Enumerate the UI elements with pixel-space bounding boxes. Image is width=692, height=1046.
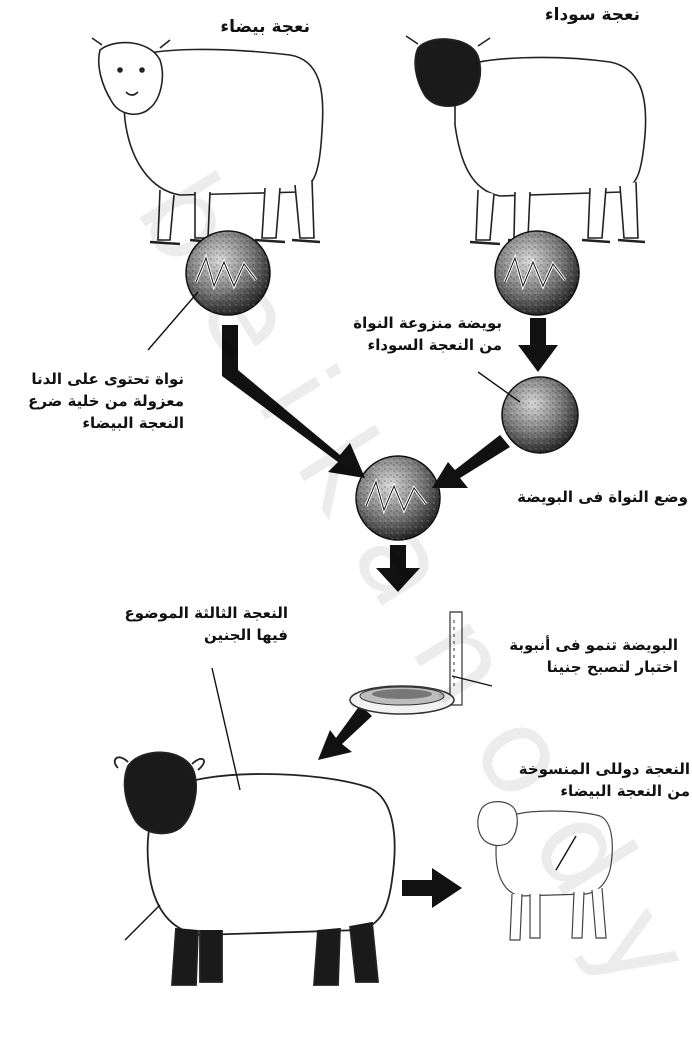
label-fusion: وضع النواة فى البويضة xyxy=(488,486,688,508)
label-nucleus-source: نواة تحتوى على الدنا معزولة من خلية ضرع … xyxy=(4,368,184,434)
label-enucleated-egg: بويضة منزوعة النواة من النعجة السوداء xyxy=(322,312,502,356)
label-dolly: النعجة دوللى المنسوخة من النعجة البيضاء xyxy=(484,758,690,802)
label-black-sheep: نعجة سوداء xyxy=(510,4,640,26)
dolly-sheep xyxy=(478,802,612,940)
label-third-sheep: النعجة الثالثة الموضوع فيها الجنين xyxy=(108,602,288,646)
enucleated-egg xyxy=(502,377,578,453)
black-face-sheep xyxy=(406,36,646,244)
cloning-diagram: نعجة بيضاء نعجة سوداء بويضة منزوعة النوا… xyxy=(0,0,692,997)
label-test-tube: البويضة تنمو فى أنبوبة اختبار لتصبح جنين… xyxy=(478,634,678,678)
black-sheep-egg xyxy=(495,231,579,315)
label-white-sheep: نعجة بيضاء xyxy=(190,16,310,38)
test-tube xyxy=(350,612,462,714)
white-sheep xyxy=(92,38,323,244)
surrogate-sheep xyxy=(115,752,395,985)
fused-egg xyxy=(356,456,440,540)
udder-cell xyxy=(186,231,270,315)
